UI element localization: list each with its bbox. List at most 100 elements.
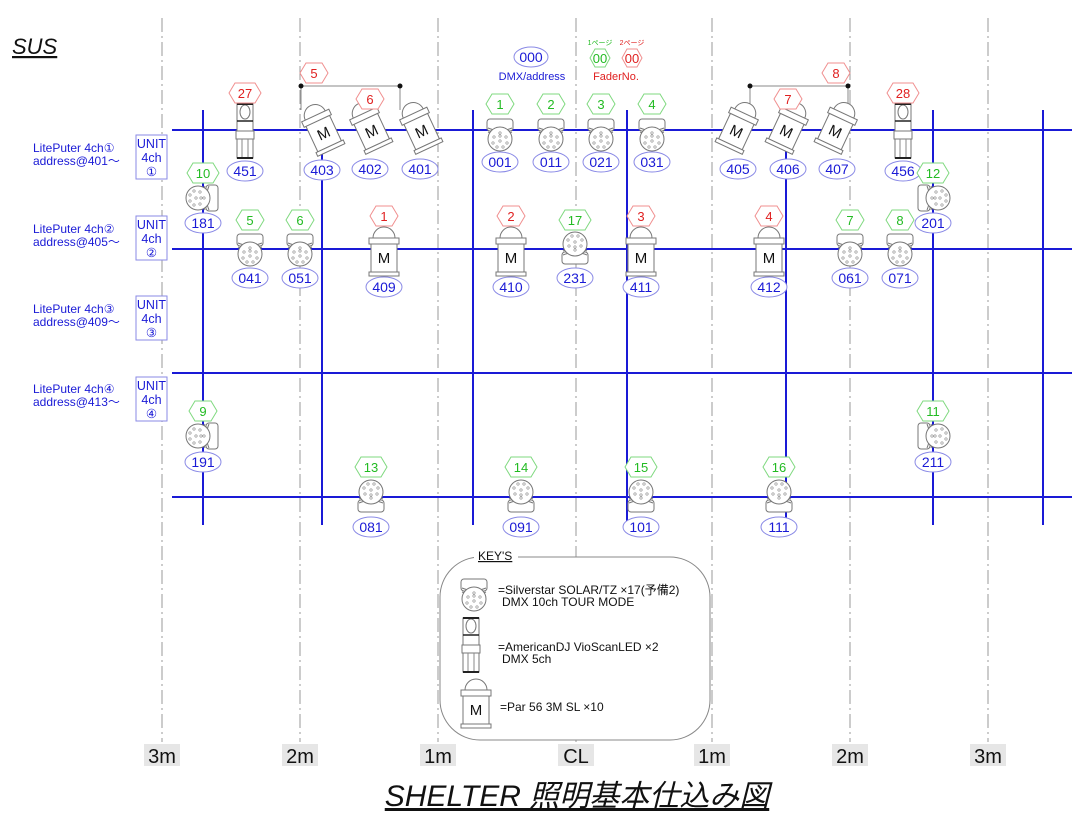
group-node	[845, 83, 851, 89]
key-frame	[439, 556, 711, 741]
fader-hex-icon	[485, 93, 515, 115]
address-ellipse	[881, 267, 919, 289]
scale-label-bg	[144, 744, 180, 766]
group-node	[298, 83, 304, 89]
fader-number: 27	[238, 86, 252, 101]
address-ellipse	[352, 516, 390, 538]
key-item-1-line2: DMX 10ch TOUR MODE	[502, 595, 634, 609]
fader-number: 4	[765, 209, 772, 224]
solar-icon	[917, 184, 951, 212]
fixture-vio-451: 451 27	[226, 82, 264, 182]
vioscan-icon	[893, 103, 913, 159]
unit-box	[135, 295, 168, 341]
unit-box-text: ③	[146, 326, 157, 340]
dmx-address: 231	[563, 270, 587, 286]
par-mark: M	[470, 702, 483, 719]
solar-icon	[486, 118, 514, 152]
fader-hex-icon	[369, 205, 399, 227]
unit-box-text: ②	[146, 246, 157, 260]
par-mark: M	[763, 250, 776, 267]
solar-icon	[765, 479, 793, 513]
dmx-address: 061	[838, 270, 862, 286]
address-sample: 000	[519, 49, 543, 65]
dmx-address: 401	[408, 161, 432, 177]
unit-label-line1: LitePuter 4ch④	[33, 382, 114, 396]
address-ellipse	[818, 158, 856, 180]
fader-hex-icon	[285, 209, 315, 231]
page-title: SUS	[12, 34, 58, 59]
address-ellipse	[481, 151, 519, 173]
address-legend-ellipse	[513, 46, 549, 68]
footer-title: SHELTER 照明基本仕込み図	[385, 780, 773, 813]
par-icon: M	[625, 226, 657, 277]
key-heading: KEY'S	[478, 549, 512, 563]
fader-sample-page2: 00	[625, 51, 639, 66]
address-ellipse	[831, 267, 869, 289]
unit-box	[135, 215, 168, 261]
solar-icon	[185, 422, 219, 450]
fader-hex-icon	[916, 400, 950, 422]
dmx-address: 031	[640, 154, 664, 170]
unit-box-text: 4ch	[141, 232, 161, 246]
key-item-2-line1: =AmericanDJ VioScanLED ×2	[498, 640, 659, 654]
dmx-address: 111	[768, 519, 789, 535]
fader-hex-page2	[621, 48, 643, 68]
dmx-address: 451	[233, 163, 257, 179]
fader-number: 12	[926, 166, 940, 181]
solar-icon	[537, 118, 565, 152]
fader-hex-page1	[589, 48, 611, 68]
dmx-address: 409	[372, 279, 396, 295]
fader-hex-icon	[885, 209, 915, 231]
fader-number: 1	[496, 97, 503, 112]
fader-hex-icon	[186, 162, 220, 184]
scale-label-bg	[832, 744, 868, 766]
fader-hex-icon	[354, 456, 388, 478]
key-icons: M	[460, 578, 492, 729]
address-ellipse	[622, 516, 660, 538]
fader-number: 5	[246, 213, 253, 228]
fader-number: 5	[310, 66, 317, 81]
scale-label-text: 2m	[836, 746, 864, 768]
unit-box-text: 4ch	[141, 393, 161, 407]
fader-number: 15	[634, 460, 648, 475]
par-icon: M	[460, 678, 492, 729]
par-icon: M	[813, 102, 859, 155]
fader-number: 14	[514, 460, 528, 475]
solar-icon	[627, 479, 655, 513]
fader-hex-icon	[821, 62, 851, 84]
address-ellipse	[914, 212, 952, 234]
scale-label: 1m	[694, 744, 730, 768]
dmx-address: 456	[891, 163, 915, 179]
fader-number: 2	[547, 97, 554, 112]
fader-number: 13	[364, 460, 378, 475]
scale-label: 3m	[970, 744, 1006, 768]
solar-icon	[185, 184, 219, 212]
dmx-address: 051	[288, 270, 312, 286]
dmx-address: 191	[191, 454, 215, 470]
par-icon: M	[495, 226, 527, 277]
vioscan-icon	[235, 103, 255, 159]
solar-icon	[507, 479, 535, 513]
fixture-group: 5	[298, 62, 403, 110]
fader-hex-icon	[188, 400, 218, 422]
fader-hex-icon	[235, 209, 265, 231]
dmx-address: 211	[922, 454, 945, 470]
dmx-address: 411	[630, 279, 653, 295]
unit-label-line2: address@409～	[33, 315, 120, 329]
fader-hex-icon	[916, 162, 950, 184]
